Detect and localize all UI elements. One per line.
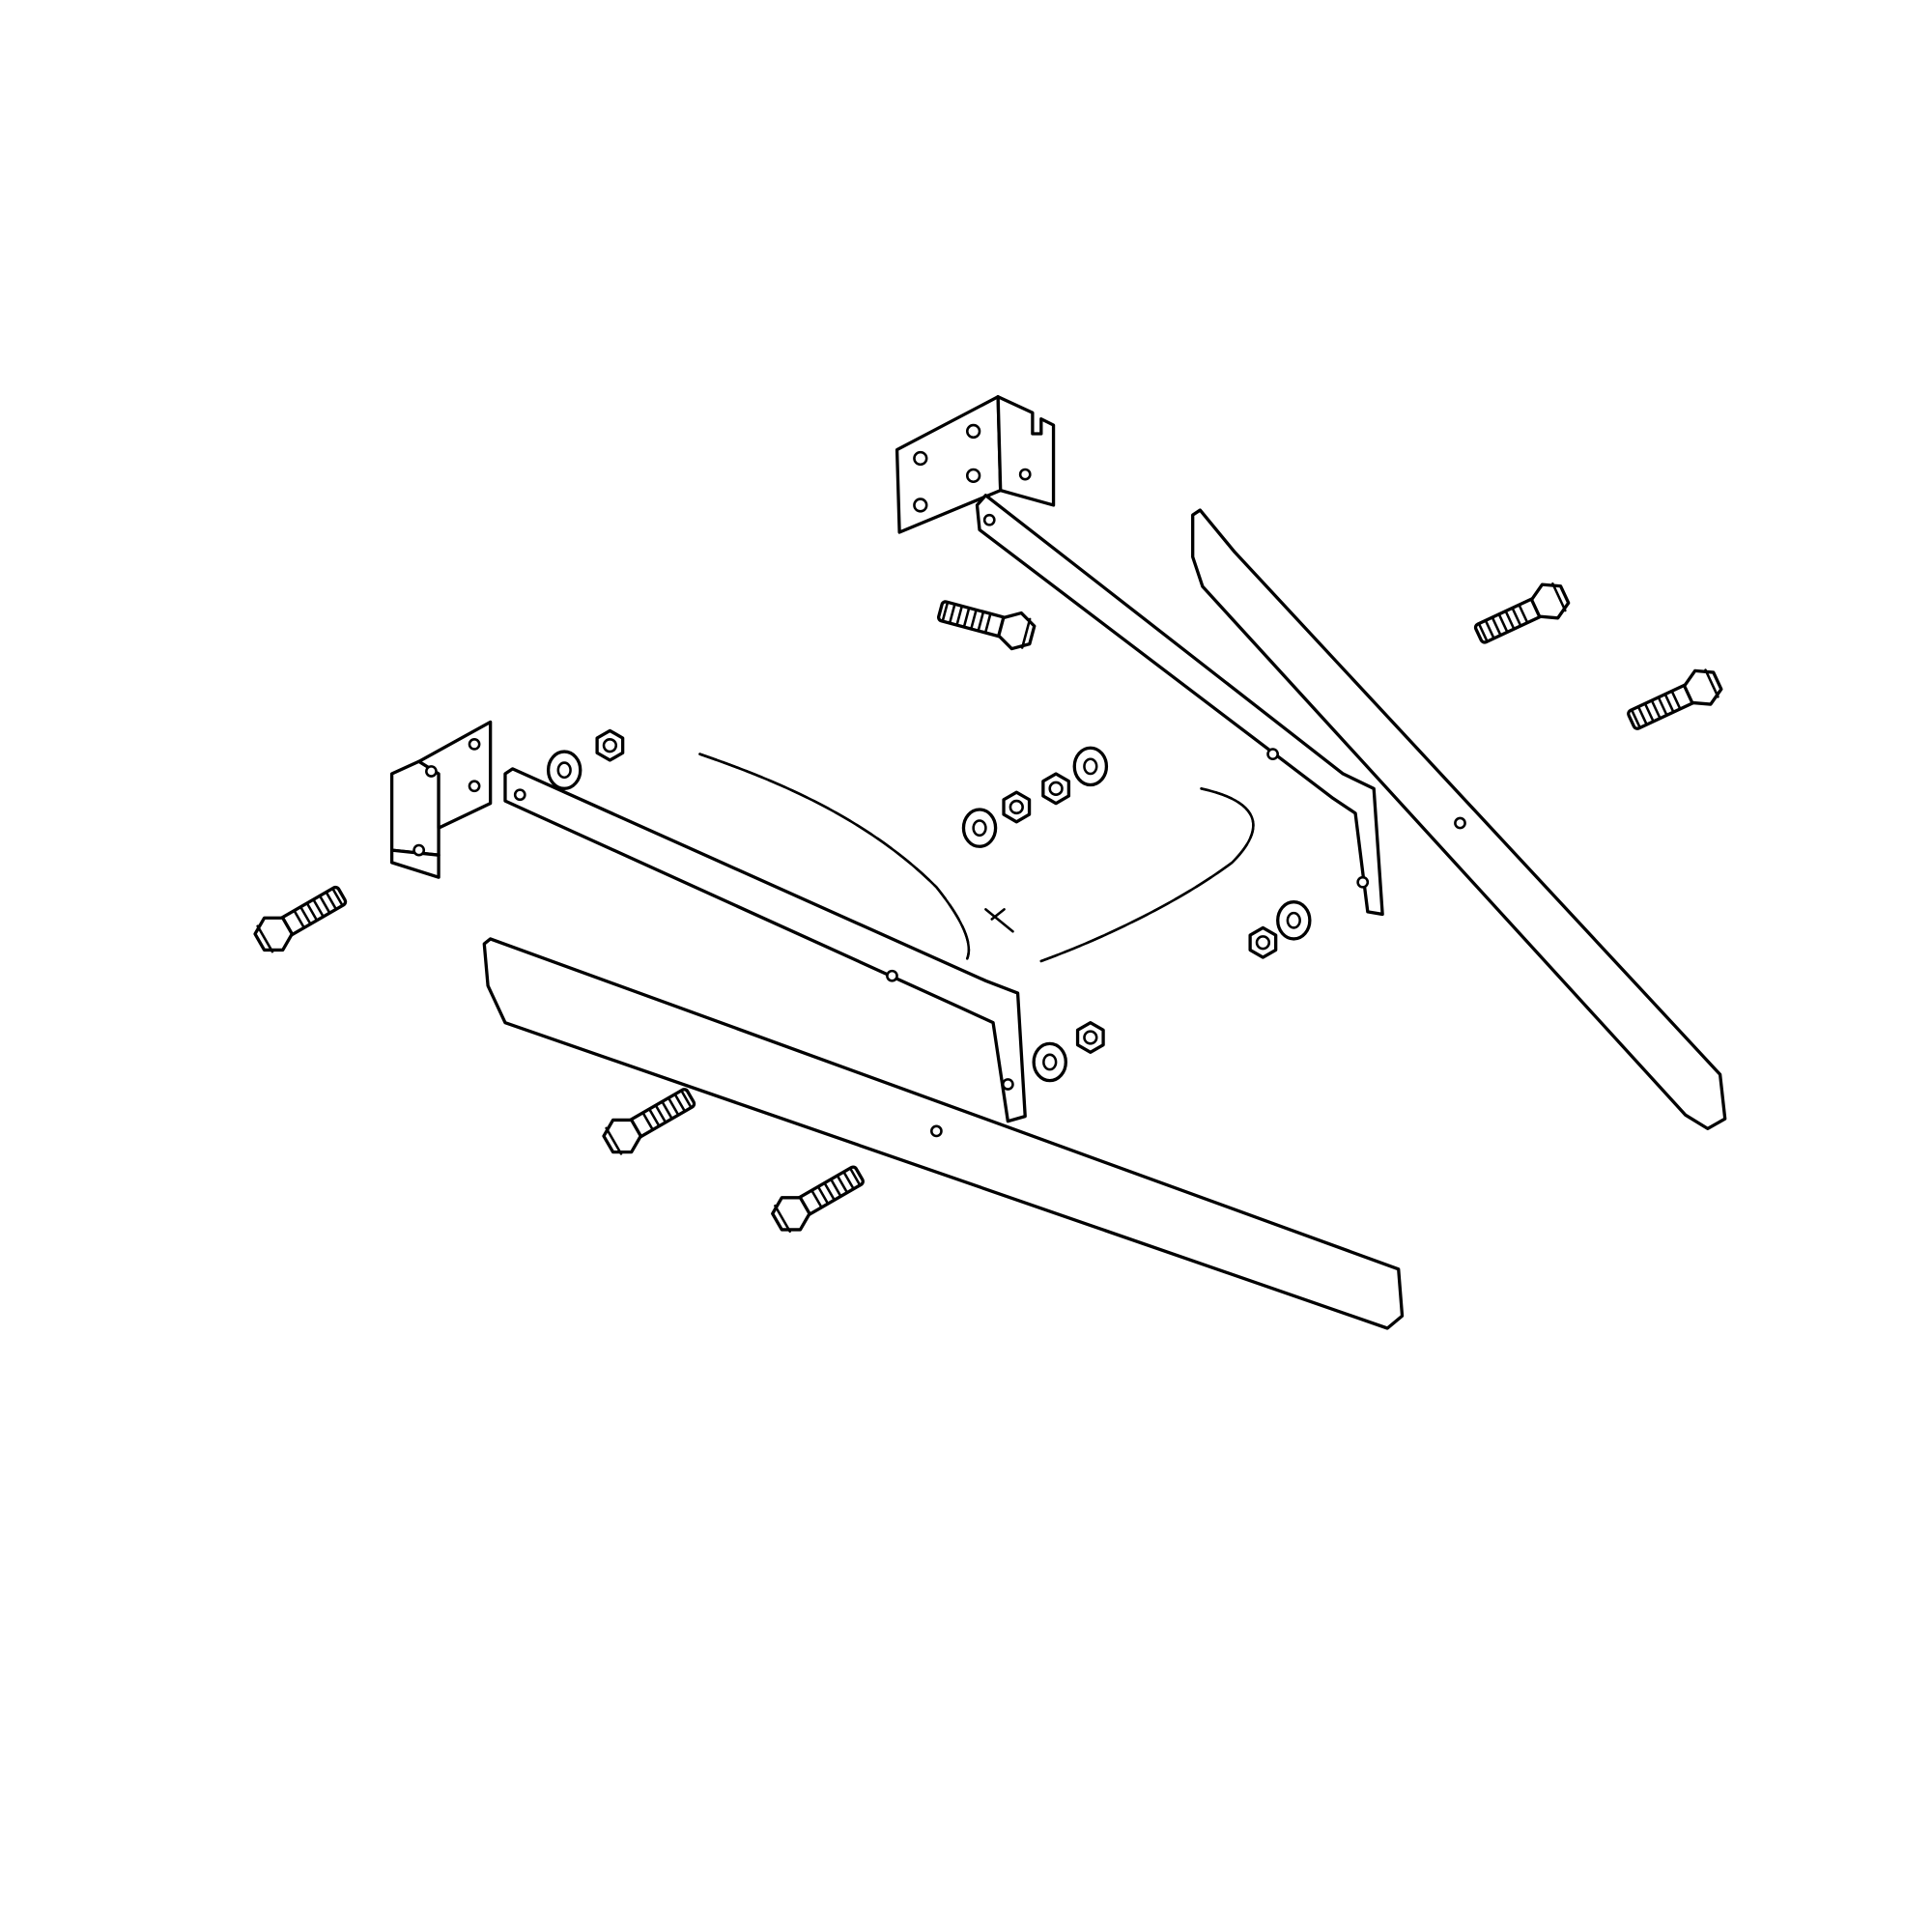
lower-blade [482, 937, 1405, 1330]
hex-nut [1075, 1021, 1105, 1054]
bolt [771, 1165, 865, 1234]
upper-mounting-bracket [895, 395, 1056, 534]
bolt [602, 1088, 696, 1155]
lower-mounting-bracket [389, 720, 493, 879]
upper-blade [1191, 508, 1727, 1131]
bolt [937, 600, 1037, 651]
hex-nut [1248, 925, 1278, 959]
chain-left [698, 753, 971, 960]
washer [546, 750, 582, 790]
bolt [253, 885, 348, 953]
chain-right [1039, 787, 1255, 963]
bolt [1627, 668, 1723, 730]
hex-nut [1002, 790, 1032, 824]
hex-nut [595, 728, 625, 762]
chain-connector-link [984, 908, 1014, 933]
bolt [1473, 582, 1571, 644]
washer [1072, 746, 1109, 787]
lower-support-arm [503, 767, 1027, 1123]
washer [961, 808, 998, 848]
washer [1276, 900, 1312, 941]
washer [1032, 1041, 1067, 1083]
upper-support-arm [975, 494, 1384, 917]
hex-nut [1041, 772, 1071, 806]
